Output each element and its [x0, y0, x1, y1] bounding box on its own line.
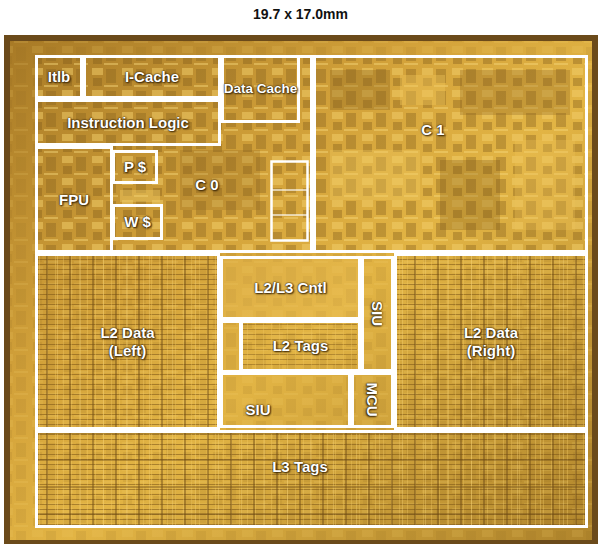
block-label: SIU [369, 301, 386, 326]
block-label: L2 Data (Right) [454, 324, 529, 359]
floorplan-block: C 1 [313, 55, 588, 253]
block-label: L3 Tags [272, 458, 328, 475]
block-label: Itlb [48, 68, 71, 85]
block-label: I-Cache [125, 68, 179, 85]
block-label: Data Cache [224, 81, 298, 97]
block-label: C 1 [421, 121, 444, 138]
floorplan-block: SIU [361, 256, 394, 372]
floorplan-block: L2 Tags [240, 320, 361, 372]
floorplan-block: L2 Data (Right) [394, 253, 588, 430]
block-label: P $ [124, 158, 146, 175]
block-label: L2/L3 Cntl [254, 279, 327, 296]
floorplan-block: FPU [35, 146, 113, 253]
floorplan-block: L3 Tags [35, 430, 588, 528]
floorplan-block: Data Cache [221, 55, 300, 123]
floorplan-block: L2 Data (Left) [35, 253, 220, 430]
floorplan-block: Itlb [35, 55, 83, 99]
floorplan-block: L2/L3 Cntl [220, 256, 361, 320]
die-dimensions: 19.7 x 17.0mm [0, 6, 601, 22]
block-label: W $ [124, 213, 151, 230]
floorplan-block: MCU [351, 372, 394, 428]
block-label: Instruction Logic [67, 114, 189, 131]
block-label: C 0 [195, 176, 218, 193]
floorplan-block: SIU [220, 372, 351, 428]
floorplan-block: P $ [112, 150, 158, 184]
floorplan-block: C 0 Itlb I-CacheData CacheInstruction Logi… [35, 55, 313, 253]
block-label: FPU [59, 191, 89, 208]
floorplan-block: W $ [112, 204, 163, 240]
floorplan-block: Instruction Logic [35, 99, 221, 146]
block-label: SIU [245, 401, 270, 418]
block-label: MCU [364, 383, 381, 417]
block-label: L2 Data (Left) [90, 324, 165, 359]
block-label: L2 Tags [273, 337, 329, 354]
floorplan-block: I-Cache [83, 55, 221, 99]
